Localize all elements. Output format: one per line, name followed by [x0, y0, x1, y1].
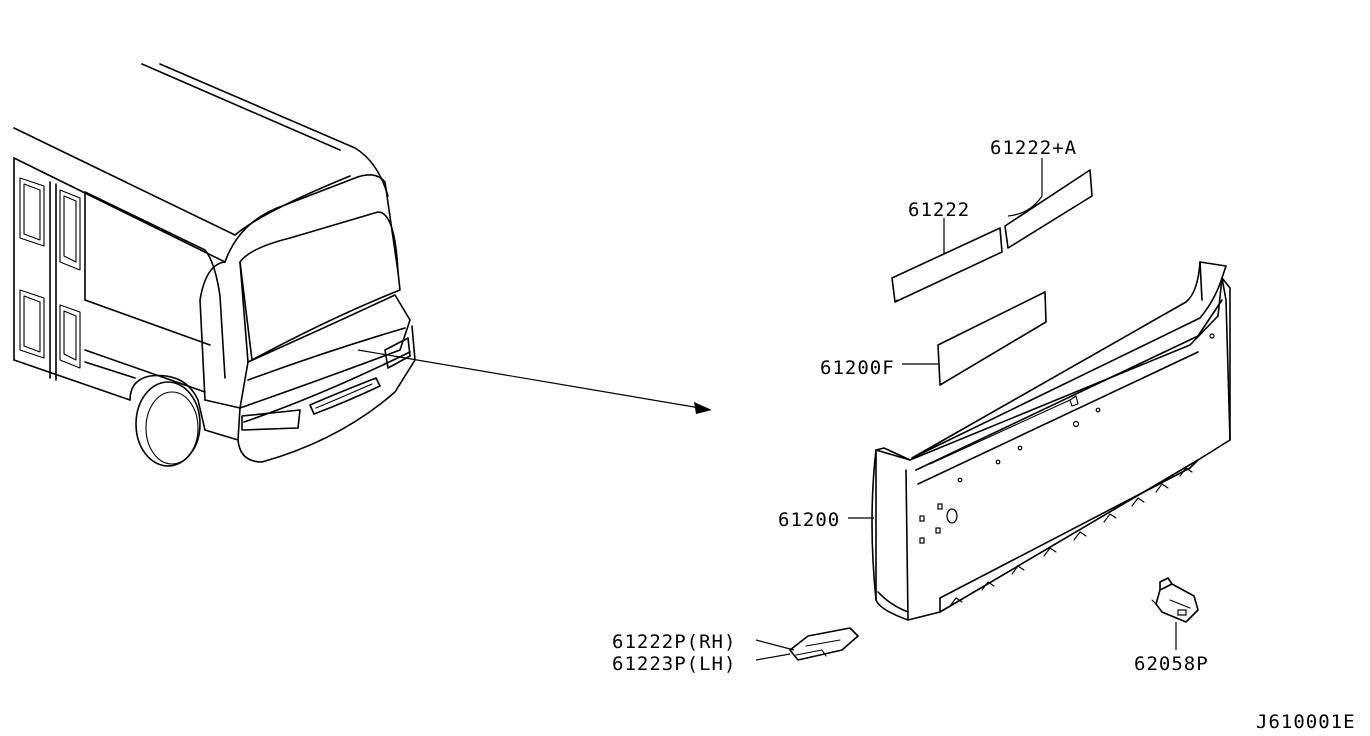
vehicle-illustration	[13, 63, 416, 467]
leader-lines	[755, 158, 1177, 661]
part-61222a-strip	[1004, 169, 1093, 249]
callout-61200: 61200	[778, 509, 840, 531]
direction-arrow	[357, 349, 712, 414]
part-61222p-bracket	[789, 627, 859, 661]
part-62058p-clip	[1151, 577, 1199, 623]
callout-62058p: 62058P	[1134, 653, 1209, 675]
callout-61200f: 61200F	[820, 357, 895, 379]
callout-61223p: 61223P(LH)	[612, 653, 736, 675]
diagram-code: J610001E	[1256, 711, 1356, 733]
part-61200f-sticker	[937, 291, 1047, 386]
part-61200-panel	[871, 261, 1231, 621]
callout-61222: 61222	[908, 199, 970, 221]
callout-61222p: 61222P(RH)	[612, 631, 736, 653]
part-61222-strip	[891, 227, 1003, 303]
callout-61222a: 61222+A	[990, 137, 1077, 159]
